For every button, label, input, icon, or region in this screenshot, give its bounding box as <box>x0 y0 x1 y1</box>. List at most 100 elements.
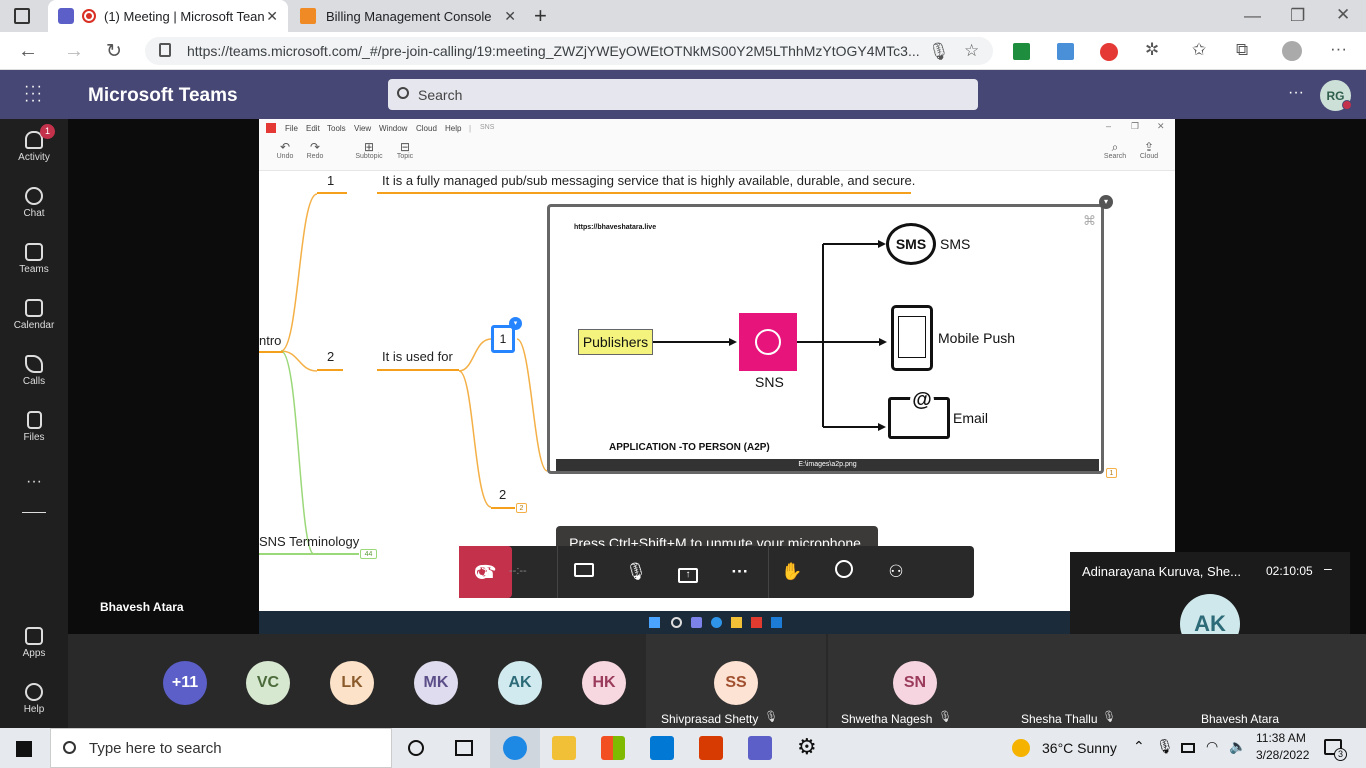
extension-blue-icon[interactable] <box>1057 43 1074 60</box>
mic-icon[interactable]: 🎙 <box>928 42 950 61</box>
teams-taskbar-icon[interactable] <box>748 736 772 760</box>
more-actions-button[interactable]: ··· <box>731 562 749 581</box>
mail-icon[interactable] <box>650 736 674 760</box>
edge-browser-icon[interactable] <box>503 736 527 760</box>
browser-menu-icon[interactable]: ··· <box>1330 39 1347 58</box>
bell-icon <box>25 131 43 149</box>
wifi-icon[interactable]: ◠ <box>1206 738 1219 754</box>
volume-icon[interactable]: 🔈 <box>1229 738 1247 754</box>
chat-button[interactable] <box>832 560 856 584</box>
chat-icon <box>835 560 853 578</box>
clock-time[interactable]: 11:38 AM <box>1256 731 1306 745</box>
cloud-tool: ⇪Cloud <box>1134 141 1164 160</box>
weather-sun-icon <box>1012 739 1030 757</box>
topic-underline <box>259 351 283 353</box>
close-tab-icon[interactable]: ✕ <box>266 7 278 24</box>
rail-calls[interactable]: Calls <box>0 355 68 387</box>
profile-icon[interactable] <box>1282 41 1302 61</box>
tray-chevron-icon[interactable]: ⌃ <box>1133 738 1145 754</box>
rail-files[interactable]: Files <box>0 411 68 443</box>
raise-hand-button[interactable]: ✋ <box>780 560 804 584</box>
office-icon[interactable] <box>699 736 723 760</box>
rail-help[interactable]: Help <box>0 683 68 715</box>
cortana-icon[interactable] <box>408 740 424 756</box>
resize-handle-icon: ⌘ <box>1083 213 1096 228</box>
collections-icon[interactable]: ⧉ <box>1236 40 1249 59</box>
tab-teams-meeting[interactable]: (1) Meeting | Microsoft Tean ✕ <box>48 0 288 32</box>
participants-icon: ⚇ <box>888 562 904 581</box>
tray-mic-icon[interactable]: 🎙 <box>1156 738 1174 754</box>
overflow-participants[interactable]: +11 <box>163 661 207 705</box>
rail-more-apps[interactable]: ··· <box>26 473 42 490</box>
file-icon <box>26 411 42 429</box>
rail-teams[interactable]: Teams <box>0 243 68 275</box>
topic-number: 2 <box>499 487 507 502</box>
selected-topic: 1 <box>491 325 515 353</box>
search-input[interactable]: Search <box>388 79 978 110</box>
diagram-url: https://bhaveshatara.live <box>574 224 657 231</box>
settings-gear-icon[interactable]: ⚙ <box>797 734 817 759</box>
close-window-icon[interactable]: ✕ <box>1336 5 1351 24</box>
new-tab-button[interactable]: + <box>534 3 547 28</box>
extension-red-icon[interactable] <box>1100 43 1118 61</box>
participants-button[interactable]: ⚇ <box>884 560 908 584</box>
subtopic-icon: ⊞ <box>363 140 375 154</box>
store-icon[interactable] <box>601 736 625 760</box>
search-placeholder: Search <box>418 86 463 103</box>
close-tab-icon[interactable]: ✕ <box>504 7 516 24</box>
task-view-icon[interactable] <box>455 740 473 756</box>
teams-header: ········· Microsoft Teams Search ··· RG <box>0 70 1366 119</box>
recording-icon <box>82 9 96 23</box>
search-icon <box>397 87 409 99</box>
weather-text[interactable]: 36°C Sunny <box>1042 740 1117 756</box>
rail-chat[interactable]: Chat <box>0 187 68 219</box>
settings-more-icon[interactable]: ··· <box>1288 84 1304 101</box>
tool-label: Subtopic <box>355 153 383 160</box>
battery-icon[interactable] <box>1181 743 1195 753</box>
address-bar[interactable]: https://teams.microsoft.com/_#/pre-join-… <box>145 37 993 65</box>
app-launcher-icon[interactable]: ········· <box>24 78 43 109</box>
refresh-icon[interactable]: ↻ <box>106 41 122 62</box>
menu-window: Window <box>379 124 408 133</box>
user-avatar[interactable]: RG <box>1320 80 1351 111</box>
participant-avatar: LK <box>330 661 374 705</box>
aws-favicon-icon <box>300 8 316 24</box>
participant-avatar: HK <box>582 661 626 705</box>
restore-icon[interactable]: ❐ <box>1290 6 1306 25</box>
clock-date[interactable]: 3/28/2022 <box>1256 748 1310 762</box>
tab-label: (1) Meeting | Microsoft Tean <box>104 8 265 24</box>
upload-icon: ⇪ <box>1143 140 1155 154</box>
call-controls: --:-- 🎙 ↑ ··· ✋ ⚇ ☎ <box>459 546 974 598</box>
topic-label: SNS Terminology <box>259 534 360 549</box>
notification-center-icon[interactable] <box>1324 739 1342 755</box>
camera-off-button[interactable] <box>572 560 596 584</box>
tab-label: Billing Management Console <box>326 8 492 24</box>
back-icon[interactable]: ← <box>18 40 38 62</box>
tool-label: Cloud <box>1139 153 1159 160</box>
rail-apps[interactable]: Apps <box>0 627 68 659</box>
remote-search-icon <box>671 617 682 628</box>
minimize-icon[interactable]: — <box>1244 6 1261 25</box>
mic-muted-icon: 🎙 <box>764 711 778 723</box>
mic-muted-icon: 🎙 <box>1102 711 1116 723</box>
share-screen-button[interactable]: ↑ <box>676 560 700 584</box>
extensions-puzzle-icon[interactable]: ✲ <box>1145 40 1160 59</box>
favorite-star-icon[interactable]: ☆ <box>964 41 980 60</box>
rail-label: Chat <box>23 208 45 219</box>
tab-actions-icon[interactable] <box>14 8 30 24</box>
remote-app-icon <box>771 617 782 628</box>
mic-muted-button[interactable]: 🎙 <box>624 560 648 584</box>
topic-description: It is used for <box>382 349 453 364</box>
rail-activity[interactable]: 1 Activity <box>0 124 68 163</box>
participant-avatar: AK <box>498 661 542 705</box>
file-explorer-icon[interactable] <box>552 736 576 760</box>
taskbar-search-input[interactable]: Type here to search <box>50 728 392 768</box>
browser-toolbar: ← → ↻ https://teams.microsoft.com/_#/pre… <box>0 32 1366 70</box>
extension-green-icon[interactable] <box>1013 43 1030 60</box>
rail-calendar[interactable]: Calendar <box>0 299 68 331</box>
windows-start-icon[interactable] <box>16 741 32 757</box>
favorites-icon[interactable]: ✩ <box>1192 40 1207 59</box>
forward-icon[interactable]: → <box>64 40 84 62</box>
tab-billing-console[interactable]: Billing Management Console ✕ <box>290 0 526 32</box>
mini-minimize-icon[interactable]: – <box>1324 560 1332 576</box>
